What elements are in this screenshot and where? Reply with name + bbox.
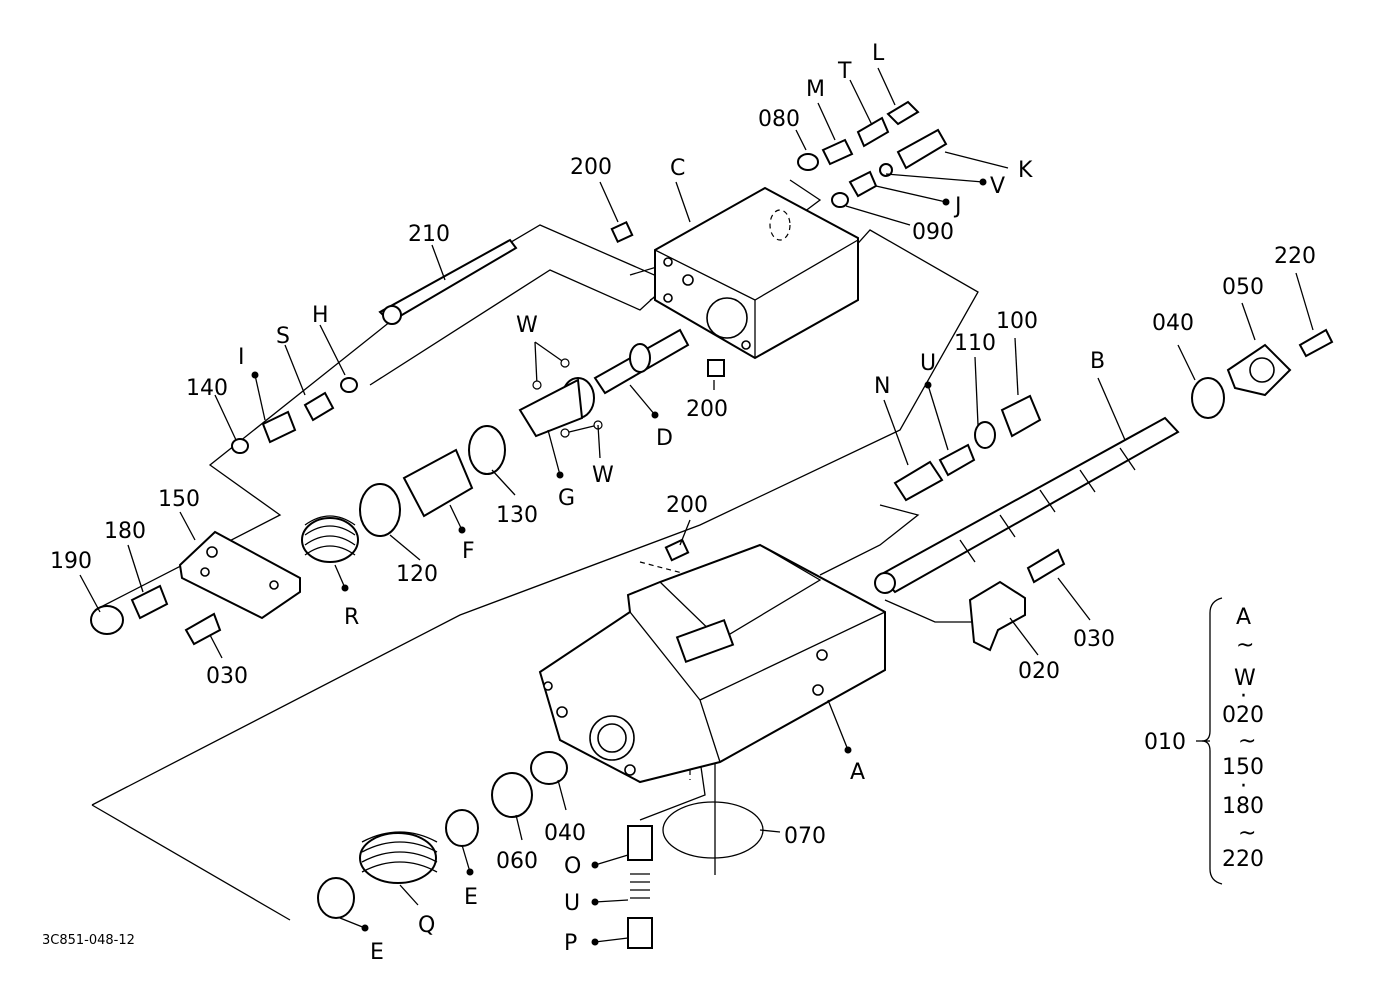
label-u-lower: U [564, 891, 580, 916]
label-040-right: 040 [1152, 311, 1194, 336]
label-k: K [1018, 158, 1033, 183]
assembly-bracket: 010 A ~ W · 020 ~ 150 · 180 ~ 220 [1144, 605, 1264, 872]
label-040-bottom: 040 [544, 821, 586, 846]
label-s: S [276, 324, 290, 349]
spring-r [301, 515, 359, 563]
assembly-range-6: 150 [1222, 755, 1264, 780]
label-140: 140 [186, 376, 228, 401]
label-t: T [837, 59, 852, 84]
assembly-range-3: · [1240, 684, 1247, 709]
label-e-lower: E [370, 940, 384, 965]
label-050: 050 [1222, 275, 1264, 300]
assembly-range-2: W [1234, 666, 1256, 691]
label-w-upper: W [516, 313, 538, 338]
assembly-range-0: A [1236, 605, 1251, 630]
label-200-top: 200 [570, 155, 612, 180]
label-030-left: 030 [206, 664, 248, 689]
label-180: 180 [104, 519, 146, 544]
label-r: R [344, 605, 359, 630]
assembly-range-7: · [1240, 774, 1247, 799]
label-p: P [564, 931, 577, 956]
label-210: 210 [408, 222, 450, 247]
label-c: C [670, 156, 685, 181]
assembly-range-10: 220 [1222, 847, 1264, 872]
label-l: L [872, 41, 885, 66]
label-060: 060 [496, 849, 538, 874]
label-n: N [874, 374, 890, 399]
spool-d [593, 328, 690, 395]
assembly-range-1: ~ [1236, 633, 1254, 658]
label-v: V [990, 174, 1005, 199]
cover-c [654, 186, 859, 360]
bolt-210 [378, 238, 518, 325]
spool-b [874, 416, 1180, 594]
label-200-lower: 200 [666, 493, 708, 518]
label-130: 130 [496, 503, 538, 528]
small-parts [90, 100, 1334, 949]
label-m: M [806, 77, 825, 102]
label-i: I [238, 345, 245, 370]
label-a: A [850, 760, 865, 785]
label-200-mid: 200 [686, 397, 728, 422]
label-070: 070 [784, 824, 826, 849]
diagram-code: 3C851-048-12 [42, 933, 135, 948]
label-120: 120 [396, 562, 438, 587]
label-g: G [558, 486, 575, 511]
label-o: O [564, 854, 581, 879]
label-190: 190 [50, 549, 92, 574]
label-j: J [953, 194, 962, 219]
label-h: H [312, 303, 329, 328]
label-d: D [656, 426, 673, 451]
assembly-range-4: 020 [1222, 703, 1264, 728]
cover-plate-150 [178, 530, 301, 620]
assembly-number: 010 [1144, 730, 1186, 755]
label-030-right: 030 [1073, 627, 1115, 652]
label-b: B [1090, 349, 1105, 374]
label-w-lower: W [592, 463, 614, 488]
label-090: 090 [912, 220, 954, 245]
label-100: 100 [996, 309, 1038, 334]
label-f: F [462, 539, 475, 564]
leader-lines [79, 67, 1314, 946]
assembly-range-9: ~ [1238, 821, 1256, 846]
label-u-upper: U [920, 351, 936, 376]
label-110: 110 [954, 331, 996, 356]
assembly-range-5: ~ [1238, 729, 1256, 754]
callout-labels: L M T 080 K V J 090 200 C 210 H S I 140 … [50, 41, 1316, 965]
label-220: 220 [1274, 244, 1316, 269]
label-150: 150 [158, 487, 200, 512]
label-e-upper: E [464, 885, 478, 910]
label-020: 020 [1018, 659, 1060, 684]
valve-body-a [538, 543, 886, 784]
assembly-range-8: 180 [1222, 794, 1264, 819]
spring-q [359, 831, 438, 884]
label-q: Q [418, 913, 435, 938]
label-080: 080 [758, 107, 800, 132]
